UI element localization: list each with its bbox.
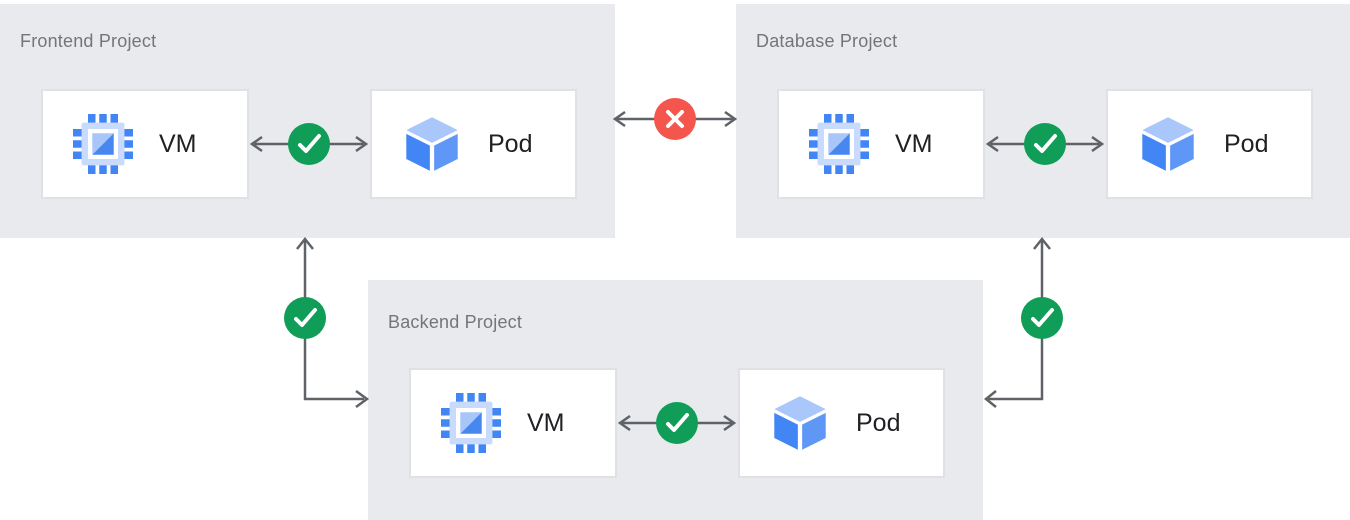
panel-title: Frontend Project (20, 31, 157, 51)
vm-icon (809, 114, 869, 174)
elbow-arrow (983, 236, 1051, 408)
check-icon (284, 297, 326, 339)
vm-node: VM (777, 89, 985, 199)
vm-node: VM (41, 89, 249, 199)
check-icon (656, 402, 698, 444)
arrow-left-head (983, 390, 997, 408)
arrow-up-head (1033, 236, 1051, 250)
database-backend-connection-allowed (983, 236, 1063, 408)
pod-icon (774, 396, 826, 450)
pod-label: Pod (856, 408, 901, 437)
check-circle (288, 123, 330, 165)
check-mark (1034, 134, 1057, 153)
pod-label: Pod (488, 129, 533, 158)
panel-title: Database Project (756, 31, 898, 51)
vm-icon (441, 393, 501, 453)
vm-label: VM (159, 129, 197, 158)
vm-icon (73, 114, 133, 174)
check-mark (298, 134, 321, 153)
pod-icon (1142, 117, 1194, 171)
vm-pod-connection-allowed (249, 123, 369, 165)
check-mark (666, 413, 689, 432)
pod-icon (406, 117, 458, 171)
vm-label: VM (527, 408, 565, 437)
elbow-arrow (296, 236, 370, 409)
panel-backend-project: Backend Project VM (368, 280, 983, 520)
x-icon (654, 98, 696, 140)
check-circle (1024, 123, 1066, 165)
vm-node: VM (409, 368, 617, 478)
check-mark (1031, 308, 1054, 327)
check-icon (288, 123, 330, 165)
vm-pod-connection-allowed (985, 123, 1105, 165)
panel-title: Backend Project (388, 312, 523, 332)
check-circle (656, 402, 698, 444)
pod-label: Pod (1224, 129, 1269, 158)
check-icon (1024, 123, 1066, 165)
pod-node: Pod (370, 89, 577, 199)
vm-pod-connection-allowed (617, 402, 737, 444)
panel-frontend-project: Frontend Project VM (0, 4, 615, 238)
check-icon (1021, 297, 1063, 339)
arrow-right-head (355, 389, 370, 409)
arrow-up-head (296, 236, 314, 250)
panel-database-project: Database Project VM (736, 4, 1350, 238)
pod-node: Pod (738, 368, 945, 478)
x-mark (666, 110, 684, 128)
check-circle (284, 297, 326, 339)
vm-label: VM (895, 129, 933, 158)
pod-node: Pod (1106, 89, 1313, 199)
check-circle (1021, 297, 1063, 339)
frontend-database-connection-blocked (612, 98, 738, 140)
frontend-backend-connection-allowed (284, 236, 370, 409)
check-mark (294, 308, 317, 327)
